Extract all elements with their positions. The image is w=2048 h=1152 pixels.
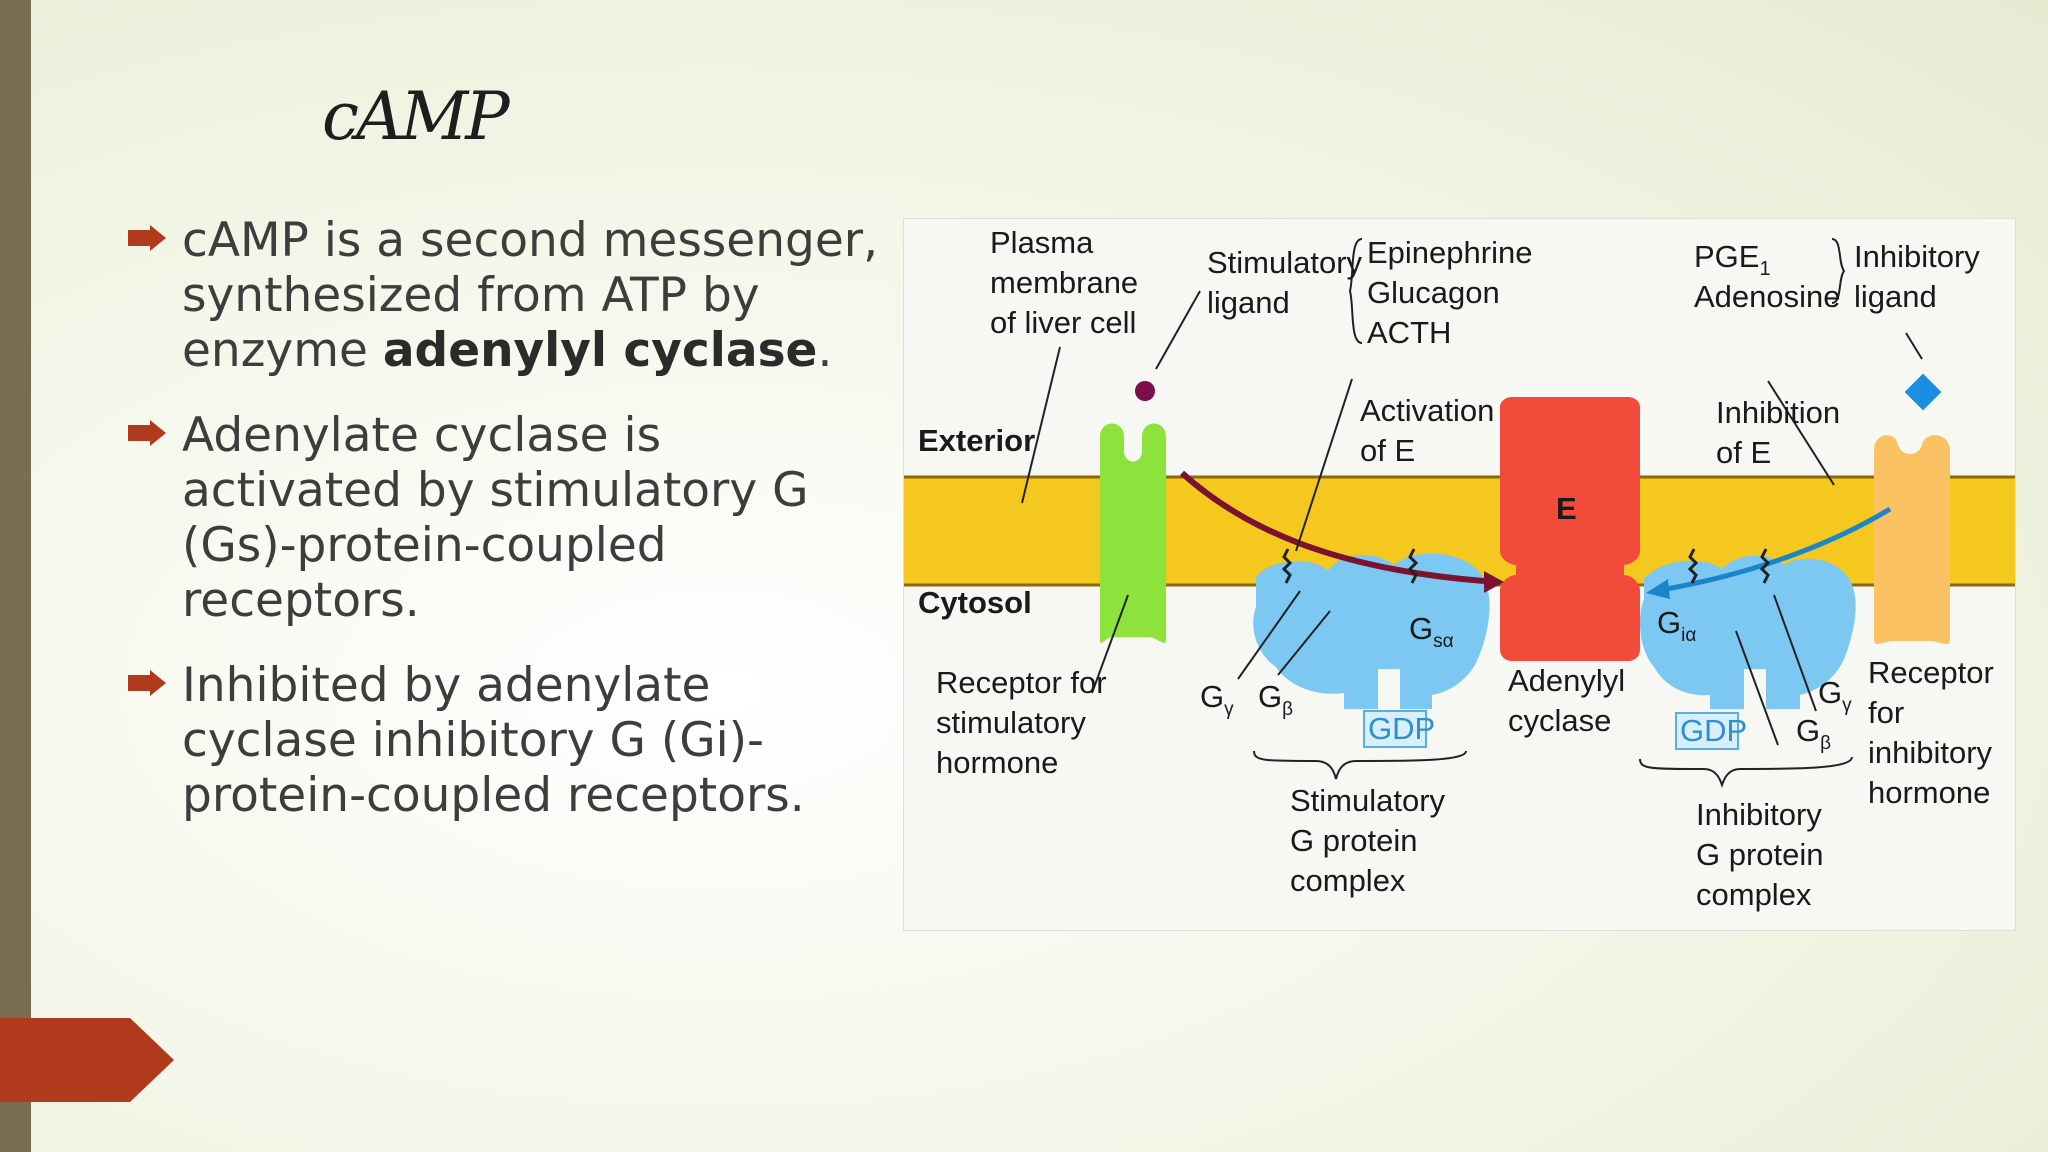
bullet-text: Adenylate cyclase is activated by stimul… bbox=[182, 408, 809, 628]
inhib-g-gamma-label: Gγ bbox=[1818, 675, 1852, 716]
stim-g-beta-label: Gβ bbox=[1258, 679, 1293, 720]
bullet-item: Inhibited by adenylate cyclase inhibitor… bbox=[128, 658, 888, 823]
cytosol-label: Cytosol bbox=[918, 585, 1032, 620]
accent-arrow-tab bbox=[0, 1018, 174, 1102]
inhib-gdp-box bbox=[1675, 712, 1739, 750]
inhib-complex-label-3: complex bbox=[1696, 877, 1812, 912]
plasma-membrane-label-2: membrane bbox=[990, 265, 1138, 300]
inhibition-label-1: Inhibition bbox=[1716, 395, 1840, 430]
bullet-arrow-icon bbox=[128, 225, 166, 251]
ligand-acth: ACTH bbox=[1367, 315, 1451, 350]
inhib-complex-label-2: G protein bbox=[1696, 837, 1824, 872]
stimulatory-g-protein bbox=[1253, 553, 1490, 709]
receptor-inhib-label-4: hormone bbox=[1868, 775, 1990, 810]
inhibitory-ligand-label-1: Inhibitory bbox=[1854, 239, 1980, 274]
plasma-membrane-label-3: of liver cell bbox=[990, 305, 1136, 340]
ligand-pge1: PGE1 bbox=[1694, 239, 1771, 280]
stim-g-gamma-label: Gγ bbox=[1200, 679, 1234, 720]
bullet-text: cAMP is a second messenger, synthesized … bbox=[182, 213, 879, 378]
enzyme-label: E bbox=[1556, 491, 1577, 526]
receptor-stim-label-2: stimulatory bbox=[936, 705, 1086, 740]
receptor-stim-label-1: Receptor for bbox=[936, 665, 1107, 700]
receptor-inhib-label-2: for bbox=[1868, 695, 1904, 730]
ligand-glucagon: Glucagon bbox=[1367, 275, 1500, 310]
inhibitory-ligand-diamond bbox=[1904, 373, 1942, 411]
left-sidebar-bar bbox=[0, 0, 31, 1152]
stim-complex-label-3: complex bbox=[1290, 863, 1406, 898]
stim-complex-label-1: Stimulatory bbox=[1290, 783, 1446, 818]
bullet-item: cAMP is a second messenger, synthesized … bbox=[128, 213, 888, 378]
adenylyl-cyclase-enzyme bbox=[1500, 397, 1640, 661]
receptor-stim-label-3: hormone bbox=[936, 745, 1058, 780]
inhib-g-beta-label: Gβ bbox=[1796, 713, 1831, 754]
activation-label-2: of E bbox=[1360, 433, 1415, 468]
inhibition-label-2: of E bbox=[1716, 435, 1771, 470]
inhib-gdp-label: GDP bbox=[1680, 713, 1747, 748]
receptor-inhib-label-1: Receptor bbox=[1868, 655, 1994, 690]
stim-gdp-label: GDP bbox=[1368, 711, 1435, 746]
g-i-alpha-label: Giα bbox=[1657, 605, 1696, 646]
plasma-membrane-label-1: Plasma bbox=[990, 225, 1094, 260]
stimulatory-ligand-label-1: Stimulatory bbox=[1207, 245, 1363, 280]
receptor-inhib-label-3: inhibitory bbox=[1868, 735, 1993, 770]
exterior-label: Exterior bbox=[918, 423, 1035, 458]
stim-gdp-box bbox=[1363, 710, 1427, 748]
ligand-epinephrine: Epinephrine bbox=[1367, 235, 1532, 270]
inhib-complex-label-1: Inhibitory bbox=[1696, 797, 1822, 832]
activation-arrow bbox=[1179, 470, 1485, 584]
stimulatory-ligand-label-2: ligand bbox=[1207, 285, 1290, 320]
bullet-arrow-icon bbox=[128, 420, 166, 446]
inhibition-arrow bbox=[1665, 506, 1892, 592]
g-protein-diagram: E GDP GDP Plasma membrane of liver cell … bbox=[903, 218, 2016, 931]
bullet-text: Inhibited by adenylate cyclase inhibitor… bbox=[182, 658, 805, 823]
bullet-list: cAMP is a second messenger, synthesized … bbox=[128, 213, 888, 853]
bullet-item: Adenylate cyclase is activated by stimul… bbox=[128, 408, 888, 628]
inhibitory-ligand-label-2: ligand bbox=[1854, 279, 1937, 314]
ligand-adenosine: Adenosine bbox=[1694, 279, 1841, 314]
inhibitory-receptor bbox=[1874, 435, 1950, 645]
g-s-alpha-label: Gsα bbox=[1409, 611, 1454, 652]
bullet-text-end: . bbox=[817, 323, 833, 378]
activation-label-1: Activation bbox=[1360, 393, 1494, 428]
stimulatory-ligand-dot bbox=[1135, 381, 1155, 401]
slide-title: cAMP bbox=[322, 78, 510, 155]
stimulatory-receptor bbox=[1100, 423, 1166, 643]
adenylyl-cyclase-label-1: Adenylyl bbox=[1508, 663, 1625, 698]
stim-complex-label-2: G protein bbox=[1290, 823, 1418, 858]
bullet-bold-term: adenylyl cyclase bbox=[382, 323, 818, 378]
adenylyl-cyclase-label-2: cyclase bbox=[1508, 703, 1611, 738]
bullet-arrow-icon bbox=[128, 670, 166, 696]
